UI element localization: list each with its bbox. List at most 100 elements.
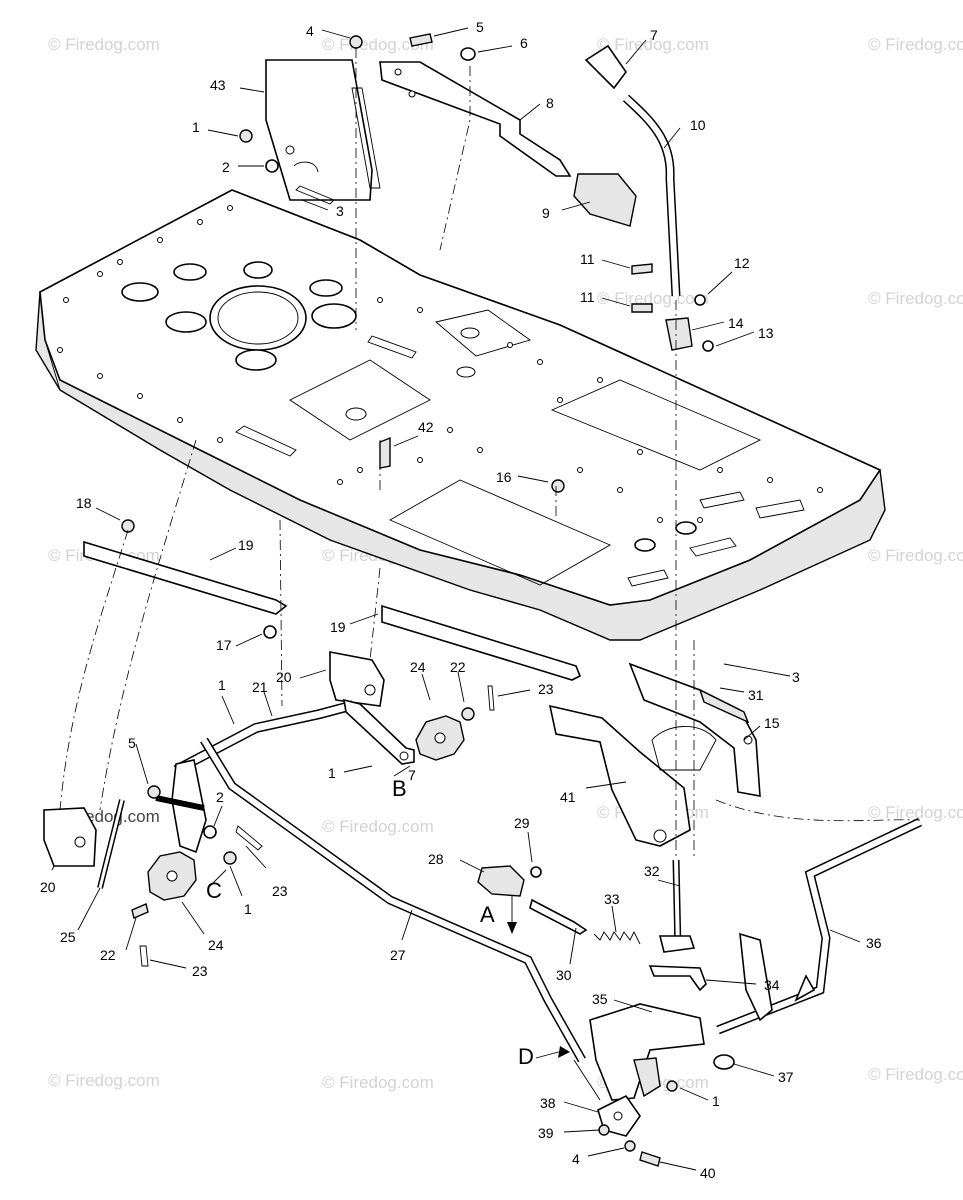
callout: 28 [428,851,444,867]
callout: 1 [244,901,252,917]
lift-shaft-21 [173,698,415,775]
callout: 22 [100,947,116,963]
lift-lever-10 [584,44,714,352]
callout: 23 [272,883,288,899]
link-25 [97,799,125,889]
callout: 23 [538,681,554,697]
callout: 20 [40,879,56,895]
watermark: © Firedog.com [868,546,963,565]
watermark: © Firedog.com [868,803,963,822]
callout: 9 [542,205,550,221]
callout: 38 [540,1095,556,1111]
hardware-top [121,33,565,639]
seat-pad-9 [573,173,637,227]
callout: 16 [496,469,512,485]
arrowheads [507,922,570,1058]
callouts: 4 5 6 7 43 8 10 1 2 3 9 11 12 11 14 13 4… [40,19,882,1181]
callout: 39 [538,1125,554,1141]
callout: 1 [192,119,200,135]
link-34 [648,965,707,992]
rod-19-left [83,540,288,615]
watermark: © Firedog.com [597,289,709,308]
watermark: © Firedog.com [48,35,160,54]
callout: 5 [476,19,484,35]
callout: 12 [734,255,750,271]
callout: 33 [604,891,620,907]
callout: 1 [328,765,336,781]
lift-rod-27 [200,737,601,1101]
callout: 19 [330,619,346,635]
spring-33 [593,930,641,945]
rod-19-right [381,604,582,681]
callout: 1 [712,1093,720,1109]
shaft-36 [716,817,922,1035]
watermark: © Firedog.com [868,35,963,54]
dash-lines [59,48,921,860]
letter-d: D [518,1044,534,1069]
bracket-15 [628,662,761,797]
seat-rail-8 [379,61,572,177]
callout: 24 [410,659,426,675]
reference-letters: A B C D [206,776,534,1069]
callout: 4 [306,23,314,39]
callout: 5 [128,735,136,751]
adjuster-24b [131,851,197,967]
callout: 27 [390,947,406,963]
callout: 8 [546,95,554,111]
callout: 40 [700,1165,716,1181]
callout: 13 [758,325,774,341]
adjuster-24a [415,685,495,761]
letter-c: C [206,878,222,903]
callout: 43 [210,77,226,93]
callout: 32 [644,863,660,879]
callout: 21 [252,679,268,695]
link-30 [529,898,588,935]
bracket-arm-left [147,759,263,865]
callout: 2 [222,159,230,175]
watermark: © Firedog.com [48,1071,160,1090]
callout: 36 [866,935,882,951]
callout: 2 [216,789,224,805]
bracket-41 [548,704,717,847]
watermark: © Firedog.com [322,817,434,836]
callout: 22 [450,659,466,675]
callout: 31 [748,687,764,703]
callout: 10 [690,117,706,133]
mount-plate-20b [43,807,97,867]
watermark: © Firedog.com [868,1065,963,1084]
yoke-38 [597,1080,678,1167]
callout: 14 [728,315,744,331]
callout: 11 [580,251,595,267]
callout: 1 [218,677,226,693]
callout: 3 [792,669,800,685]
frame-pan [35,189,886,641]
bracket-35 [589,1003,735,1101]
mount-plate-20a [329,651,385,707]
letter-b: B [392,776,407,801]
callout: 3 [336,203,344,219]
callout: 19 [238,537,254,553]
seat-plate-43 [265,59,381,205]
watermark: © Firedog.com [322,1073,434,1092]
rod-32 [658,859,696,953]
callout: 35 [592,991,608,1007]
callout: 7 [408,767,416,783]
callout: 34 [764,977,780,993]
watermark: © Firedog.com [597,35,709,54]
callout: 7 [650,27,658,43]
callout: 37 [778,1069,794,1085]
watermark: © Firedog.com [868,289,963,308]
callout: 17 [216,637,232,653]
bracket-29-28 [477,865,542,897]
callout: 23 [192,963,208,979]
callout: 15 [764,715,780,731]
letter-a: A [480,902,495,927]
callout: 29 [514,815,530,831]
callout: 41 [560,789,576,805]
callout: 20 [276,669,292,685]
leader-lines [51,27,861,1171]
callout: 4 [572,1151,580,1167]
callout: 11 [580,289,595,305]
callout: 25 [60,929,76,945]
